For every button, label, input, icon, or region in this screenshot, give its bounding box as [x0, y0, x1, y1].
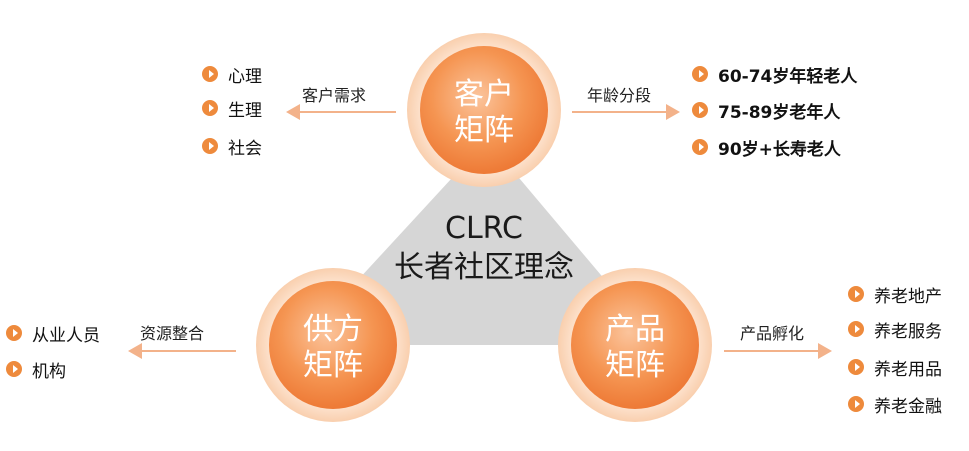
- chevron-right-icon: [202, 66, 218, 82]
- product-item-label: 养老服务: [874, 321, 942, 342]
- center-subtitle: 长者社区理念: [394, 250, 574, 285]
- customer-matrix-line1: 客户: [454, 77, 514, 112]
- chevron-right-icon: [848, 321, 864, 337]
- chevron-right-icon: [692, 102, 708, 118]
- chevron-right-icon: [848, 286, 864, 302]
- resource-item-label: 从业人员: [32, 325, 100, 346]
- chevron-right-icon: [6, 361, 22, 377]
- customer-needs-label: 客户需求: [302, 86, 367, 105]
- chevron-right-icon: [692, 139, 708, 155]
- chevron-right-icon: [848, 359, 864, 375]
- age-item-label: 75-89岁老年人: [718, 102, 841, 123]
- resource-integration-label: 资源整合: [140, 324, 205, 343]
- list-item: 60-74岁年轻老人: [692, 62, 858, 87]
- need-item-label: 生理: [228, 100, 262, 121]
- customer-matrix-node: 客户 矩阵: [407, 33, 561, 187]
- product-matrix-node: 产品 矩阵: [558, 268, 712, 422]
- resource-item-label: 机构: [32, 361, 66, 382]
- supplier-matrix-line1: 供方: [303, 312, 363, 347]
- chevron-right-icon: [202, 100, 218, 116]
- list-item: 生理: [202, 96, 262, 121]
- list-item: 90岁+长寿老人: [692, 135, 841, 160]
- age-segment-label: 年龄分段: [587, 86, 652, 105]
- list-item: 从业人员: [6, 321, 100, 346]
- product-item-label: 养老金融: [874, 396, 942, 417]
- chevron-right-icon: [6, 325, 22, 341]
- list-item: 心理: [202, 62, 262, 87]
- list-item: 社会: [202, 134, 262, 159]
- product-matrix-line1: 产品: [605, 312, 665, 347]
- list-item: 75-89岁老年人: [692, 98, 841, 123]
- list-item: 养老用品: [848, 355, 942, 380]
- product-matrix-line2: 矩阵: [605, 348, 665, 383]
- list-item: 养老地产: [848, 282, 942, 307]
- product-item-label: 养老地产: [874, 286, 942, 307]
- list-item: 机构: [6, 357, 66, 382]
- list-item: 养老服务: [848, 317, 942, 342]
- chevron-right-icon: [692, 66, 708, 82]
- supplier-matrix-node: 供方 矩阵: [256, 268, 410, 422]
- customer-matrix-line2: 矩阵: [454, 113, 514, 148]
- need-item-label: 社会: [228, 138, 262, 159]
- age-item-label: 60-74岁年轻老人: [718, 66, 858, 87]
- product-incubation-label: 产品孵化: [740, 324, 805, 343]
- center-title: CLRC: [445, 211, 523, 246]
- product-item-label: 养老用品: [874, 359, 942, 380]
- list-item: 养老金融: [848, 392, 942, 417]
- age-item-label: 90岁+长寿老人: [718, 139, 841, 160]
- supplier-matrix-line2: 矩阵: [303, 348, 363, 383]
- chevron-right-icon: [202, 138, 218, 154]
- need-item-label: 心理: [228, 66, 262, 87]
- chevron-right-icon: [848, 396, 864, 412]
